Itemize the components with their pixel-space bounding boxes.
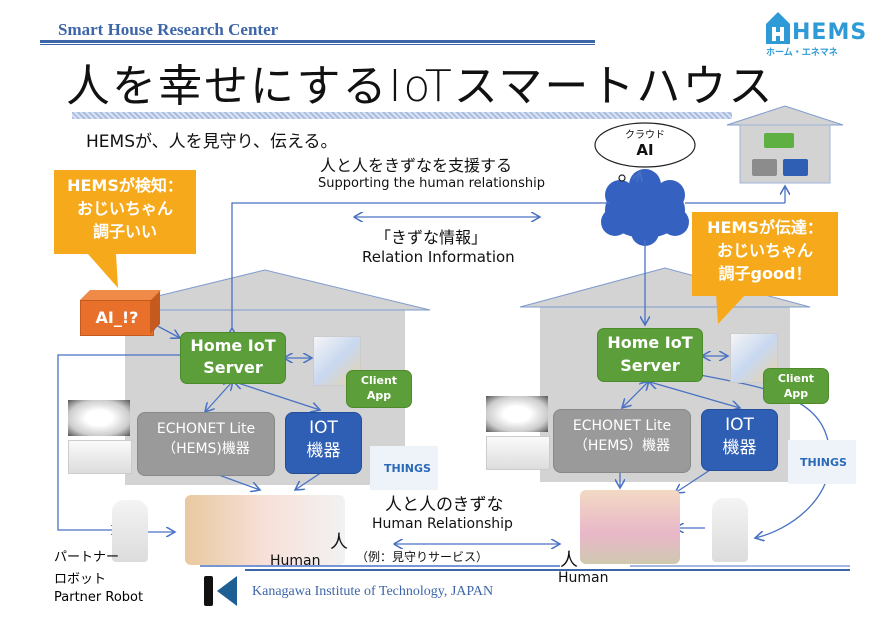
client-line: App xyxy=(366,389,392,402)
institute-name: Kanagawa Institute of Technology, JAPAN xyxy=(252,584,494,599)
cloud-ai-label: AI xyxy=(636,141,654,159)
ceiling-light-image xyxy=(486,396,548,432)
page-title: 人を幸せにするIoTスマートハウス xyxy=(66,61,775,112)
header-rule xyxy=(40,40,595,43)
things-label: THINGS xyxy=(384,462,431,475)
human-rel-en: Human Relationship xyxy=(372,516,513,532)
relation-info-en: Relation Information xyxy=(362,248,515,266)
echonet-line: ECHONET Lite xyxy=(156,421,256,437)
iot-things-image: THINGS xyxy=(370,446,438,490)
left-iot-devices: IOT 機器 xyxy=(285,412,362,474)
iot-line: IOT xyxy=(725,415,754,435)
hems-logo-text: HEMS xyxy=(792,20,868,45)
server-line: Server xyxy=(620,356,680,375)
left-client-app: Client App xyxy=(346,370,412,408)
bubble-line: HEMSが検知： xyxy=(67,176,183,195)
ai-box-top xyxy=(80,290,161,300)
kit-logo xyxy=(203,575,239,607)
support-jp: 人と人をきずなを支援する xyxy=(320,156,513,175)
human-left-jp: 人 xyxy=(330,532,348,553)
human-right-en: Human xyxy=(558,570,609,586)
bubble-line: おじいちゃん xyxy=(716,241,813,260)
iot-line: IOT xyxy=(309,418,338,438)
human-left-en: Human xyxy=(270,553,321,569)
air-conditioner-image xyxy=(68,440,132,474)
right-home-iot-server: Home IoT Server xyxy=(597,328,703,382)
human-rel-example: （例：見守りサービス） xyxy=(356,550,489,564)
elderly-care-image xyxy=(185,495,345,565)
right-client-app: Client App xyxy=(763,368,829,404)
bubble-tail xyxy=(716,294,746,324)
subtitle: HEMSが、人を見守り、伝える。 xyxy=(86,132,338,152)
robot-label-jp1: パートナー xyxy=(54,550,120,565)
air-conditioner-image xyxy=(486,436,550,470)
remote-house xyxy=(726,105,844,184)
hems-logo-sub: ホーム・エネマネ xyxy=(766,48,838,58)
server-line: Server xyxy=(203,358,263,377)
support-en: Supporting the human relationship xyxy=(318,176,545,191)
hems-house-icon xyxy=(766,12,790,44)
partner-robot-image xyxy=(112,500,148,562)
cloud-small-label: クラウド xyxy=(625,130,665,141)
server-line: Home IoT xyxy=(190,336,276,355)
bubble-line: HEMSが伝達： xyxy=(707,218,823,237)
cooking-family-image xyxy=(580,490,680,564)
bubble-line: おじいちゃん xyxy=(76,199,173,218)
bubble-line: 調子いい xyxy=(92,222,157,241)
iot-line: 機器 xyxy=(722,438,757,458)
hems-logo: HEMS ホーム・エネマネ xyxy=(764,10,866,58)
right-echonet-devices: ECHONET Lite （HEMS）機器 xyxy=(553,409,691,473)
left-echonet-devices: ECHONET Lite （HEMS)機器 xyxy=(137,412,275,476)
robot-label-en: Partner Robot xyxy=(54,590,144,605)
header-rule-thin xyxy=(40,44,595,45)
ai-box-side xyxy=(150,290,160,334)
iot-line: 機器 xyxy=(306,441,341,461)
relation-info-jp: 「きずな情報」 xyxy=(375,228,488,247)
client-line: Client xyxy=(360,374,398,387)
bubble-tail xyxy=(88,254,118,288)
iot-things-image: THINGS xyxy=(788,440,856,484)
echonet-line: （HEMS)機器 xyxy=(162,441,250,457)
ai-cloud-icon xyxy=(594,122,696,182)
kit-logo-icon xyxy=(204,576,237,606)
network-cloud-icon xyxy=(601,169,689,246)
bubble-hems-detect: HEMSが検知： おじいちゃん 調子いい xyxy=(54,170,196,254)
client-line: Client xyxy=(777,372,815,385)
ceiling-light-image xyxy=(68,400,130,436)
ai-box-label: AI_!? xyxy=(95,308,139,327)
left-home-iot-server: Home IoT Server xyxy=(180,332,286,384)
robot-label-jp2: ロボット xyxy=(54,572,107,587)
bubble-line: 調子good！ xyxy=(718,264,812,283)
client-line: App xyxy=(783,387,809,400)
org-title: Smart House Research Center xyxy=(58,20,279,39)
server-line: Home IoT xyxy=(607,333,693,352)
right-iot-devices: IOT 機器 xyxy=(701,409,778,471)
echonet-line: ECHONET Lite xyxy=(572,418,672,434)
ai-box: AI_!? xyxy=(80,300,154,336)
title-underline xyxy=(72,112,732,119)
human-rel-jp: 人と人のきずな xyxy=(385,495,504,515)
things-label: THINGS xyxy=(800,456,847,469)
human-right-jp: 人 xyxy=(560,550,578,571)
echonet-line: （HEMS）機器 xyxy=(573,438,671,454)
bubble-hems-notify: HEMSが伝達： おじいちゃん 調子good！ xyxy=(692,212,838,296)
partner-robot-image xyxy=(712,498,748,562)
